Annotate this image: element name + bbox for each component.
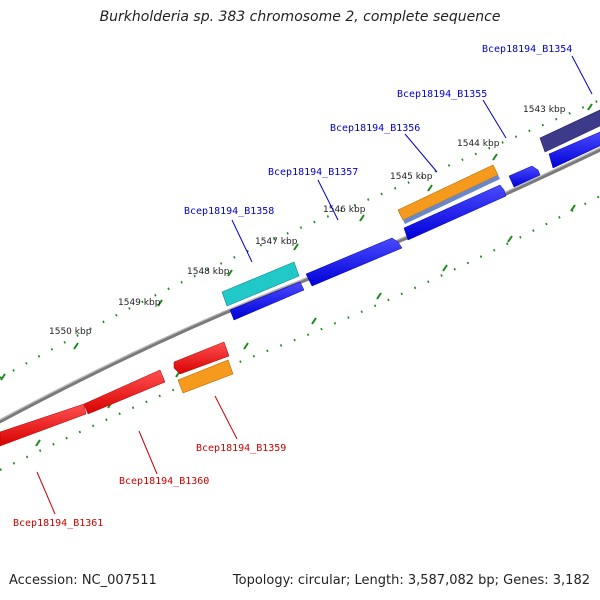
- kbp-label-1544: 1544 kbp: [457, 139, 500, 149]
- gene-label-b1357[interactable]: Bcep18194_B1357: [268, 167, 358, 178]
- forward-cds-track: [229, 131, 600, 321]
- kbp-label-1546: 1546 kbp: [323, 205, 366, 215]
- cds-reverse-2[interactable]: [83, 369, 166, 415]
- outer-ruler: [0, 98, 600, 381]
- backbone-highlight: [0, 147, 600, 421]
- gene-bcep18194-b1354[interactable]: [539, 109, 600, 153]
- label-leaders: [36, 55, 593, 515]
- cds-forward-4[interactable]: [508, 165, 541, 188]
- gene-bcep18194-b1356-lower: [403, 175, 500, 224]
- leader-b1356: [404, 133, 438, 173]
- kbp-label-1543: 1543 kbp: [523, 105, 566, 115]
- cds-forward-3[interactable]: [403, 184, 507, 241]
- gene-label-b1355[interactable]: Bcep18194_B1355: [397, 89, 487, 100]
- kbp-label-1549: 1549 kbp: [118, 298, 161, 308]
- gene-label-b1354[interactable]: Bcep18194_B1354: [482, 44, 572, 55]
- reverse-cds-track: [0, 341, 230, 447]
- cds-forward-2[interactable]: [305, 237, 403, 287]
- leader-b1359: [214, 395, 238, 440]
- kbp-label-1550: 1550 kbp: [49, 327, 92, 337]
- sequence-summary: Topology: circular; Length: 3,587,082 bp…: [232, 573, 590, 588]
- forward-gene-track: [221, 109, 600, 307]
- cds-forward-5[interactable]: [548, 131, 600, 169]
- map-title: Burkholderia sp. 383 chromosome 2, compl…: [99, 9, 501, 25]
- leader-b1354: [571, 55, 593, 95]
- leader-b1358: [231, 219, 253, 263]
- kbp-label-1547: 1547 kbp: [255, 237, 298, 247]
- leader-b1355: [482, 99, 507, 139]
- gene-bcep18194-b1358[interactable]: [221, 261, 300, 307]
- gene-bcep18194-b1359[interactable]: [177, 359, 234, 394]
- gene-label-b1361[interactable]: Bcep18194_B1361: [13, 518, 103, 529]
- inner-major-ticks: [35, 204, 576, 447]
- kbp-label-1545: 1545 kbp: [390, 172, 433, 182]
- gene-label-b1356[interactable]: Bcep18194_B1356: [330, 123, 420, 134]
- leader-b1361: [36, 471, 56, 515]
- gene-label-b1359[interactable]: Bcep18194_B1359: [196, 443, 286, 454]
- kbp-label-1548: 1548 kbp: [187, 267, 230, 277]
- cds-reverse-1[interactable]: [0, 403, 87, 447]
- accession-text: Accession: NC_007511: [9, 573, 157, 588]
- gene-label-b1358[interactable]: Bcep18194_B1358: [184, 206, 274, 217]
- outer-major-ticks: [0, 103, 593, 381]
- gene-label-b1360[interactable]: Bcep18194_B1360: [119, 476, 209, 487]
- leader-b1360: [138, 430, 158, 475]
- cds-forward-1[interactable]: [229, 281, 305, 321]
- cds-reverse-3[interactable]: [173, 341, 230, 375]
- leader-b1357: [317, 179, 339, 221]
